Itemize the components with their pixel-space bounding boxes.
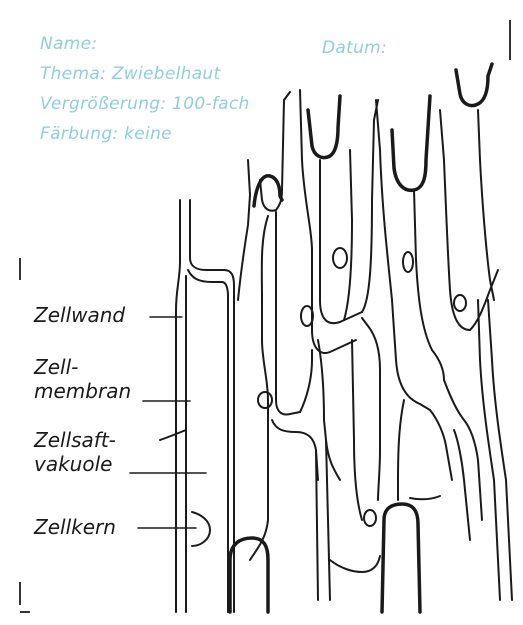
nucleus-6	[364, 510, 376, 526]
cell-6-wall	[440, 110, 512, 600]
label-cell-membrane-line2: membran	[34, 379, 131, 403]
nucleus-5	[454, 295, 466, 311]
label-vacuole-line1: Zellsaft-	[34, 428, 116, 452]
nucleus-1	[333, 248, 347, 268]
cell-1-wall	[160, 200, 234, 612]
label-nucleus-text: Zellkern	[34, 515, 116, 539]
nucleus-labeled	[192, 512, 210, 546]
label-cell-wall-text: Zellwand	[34, 303, 125, 327]
cell-2-wall	[228, 92, 318, 612]
label-cell-membrane: Zell- membran	[34, 355, 131, 403]
cell-cut-ends	[230, 64, 492, 612]
label-cell-membrane-line1: Zell-	[34, 355, 131, 379]
nucleus-3	[258, 392, 272, 408]
nucleus-4	[403, 252, 413, 272]
label-nucleus: Zellkern	[34, 515, 116, 539]
label-pointers	[130, 317, 206, 528]
label-vacuole: Zellsaft- vakuole	[34, 428, 116, 476]
label-vacuole-line2: vakuole	[34, 452, 116, 476]
cell-4-wall	[330, 100, 380, 572]
cell-5-wall	[376, 100, 452, 500]
label-cell-wall: Zellwand	[34, 303, 125, 327]
